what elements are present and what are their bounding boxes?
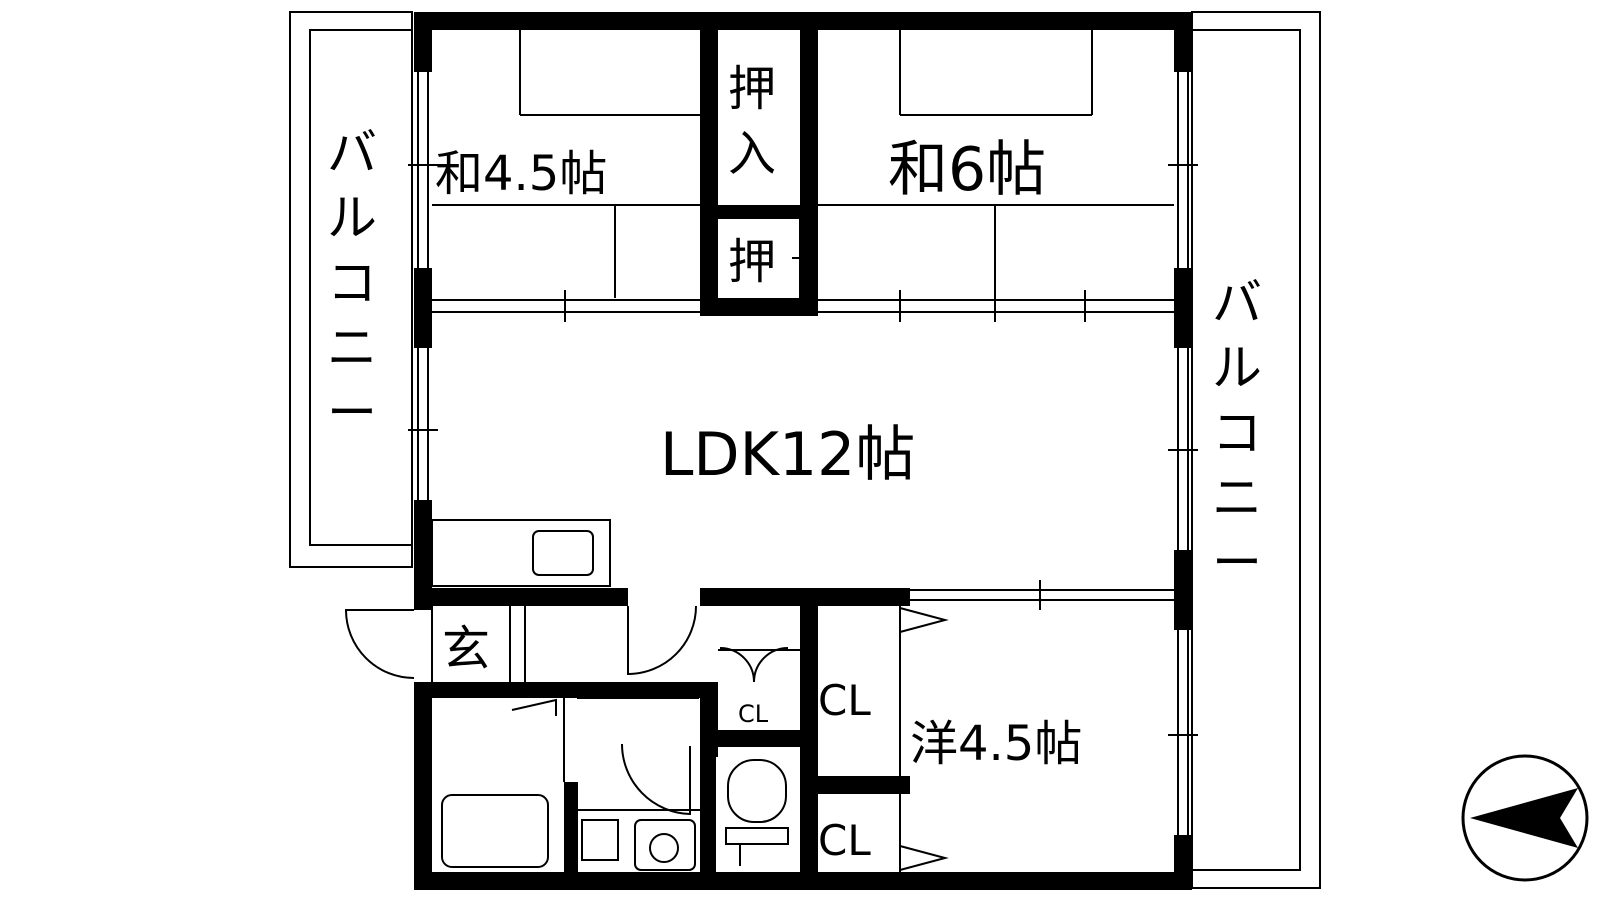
room-label-oshiire-1: 押 <box>728 61 776 117</box>
room-label-ldk: LDK12帖 <box>660 420 915 490</box>
interior-walls <box>414 12 910 890</box>
balcony-left-char: ー <box>327 384 377 442</box>
room-label-genkan: 玄 <box>442 621 490 677</box>
north-arrow-icon <box>1461 754 1589 882</box>
room-label-washitsu-large: 和6帖 <box>888 135 1046 205</box>
balcony-right-char: ニ <box>1212 469 1262 527</box>
room-label-oshiire-2: 入 <box>728 126 776 182</box>
room-label-closet-small: CL <box>738 700 769 728</box>
room-label-youshitsu: 洋4.5帖 <box>910 716 1082 772</box>
windows <box>408 72 1198 835</box>
balcony-right-char: コ <box>1212 404 1262 462</box>
balcony-right-char: バ <box>1212 274 1262 332</box>
room-label-washitsu-small: 和4.5帖 <box>435 146 607 202</box>
interior-lines <box>431 30 1174 872</box>
balcony-left-char: コ <box>327 254 377 312</box>
balcony-right-char: ル <box>1212 339 1262 397</box>
balcony-left-char: バ <box>327 124 377 182</box>
room-label-closet-upper: CL <box>818 676 871 725</box>
balcony-left-label: バ ル コ ニ ー <box>327 124 377 442</box>
room-label-oshiire-lower: 押 <box>728 234 776 290</box>
balcony-left-char: ニ <box>327 319 377 377</box>
door-swings <box>344 605 789 816</box>
balcony-right-label: バ ル コ ニ ー <box>1212 274 1262 592</box>
balcony-right-char: ー <box>1212 534 1262 592</box>
room-label-closet-lower: CL <box>818 816 871 865</box>
balcony-left <box>289 11 413 568</box>
balcony-left-char: ル <box>327 189 377 247</box>
